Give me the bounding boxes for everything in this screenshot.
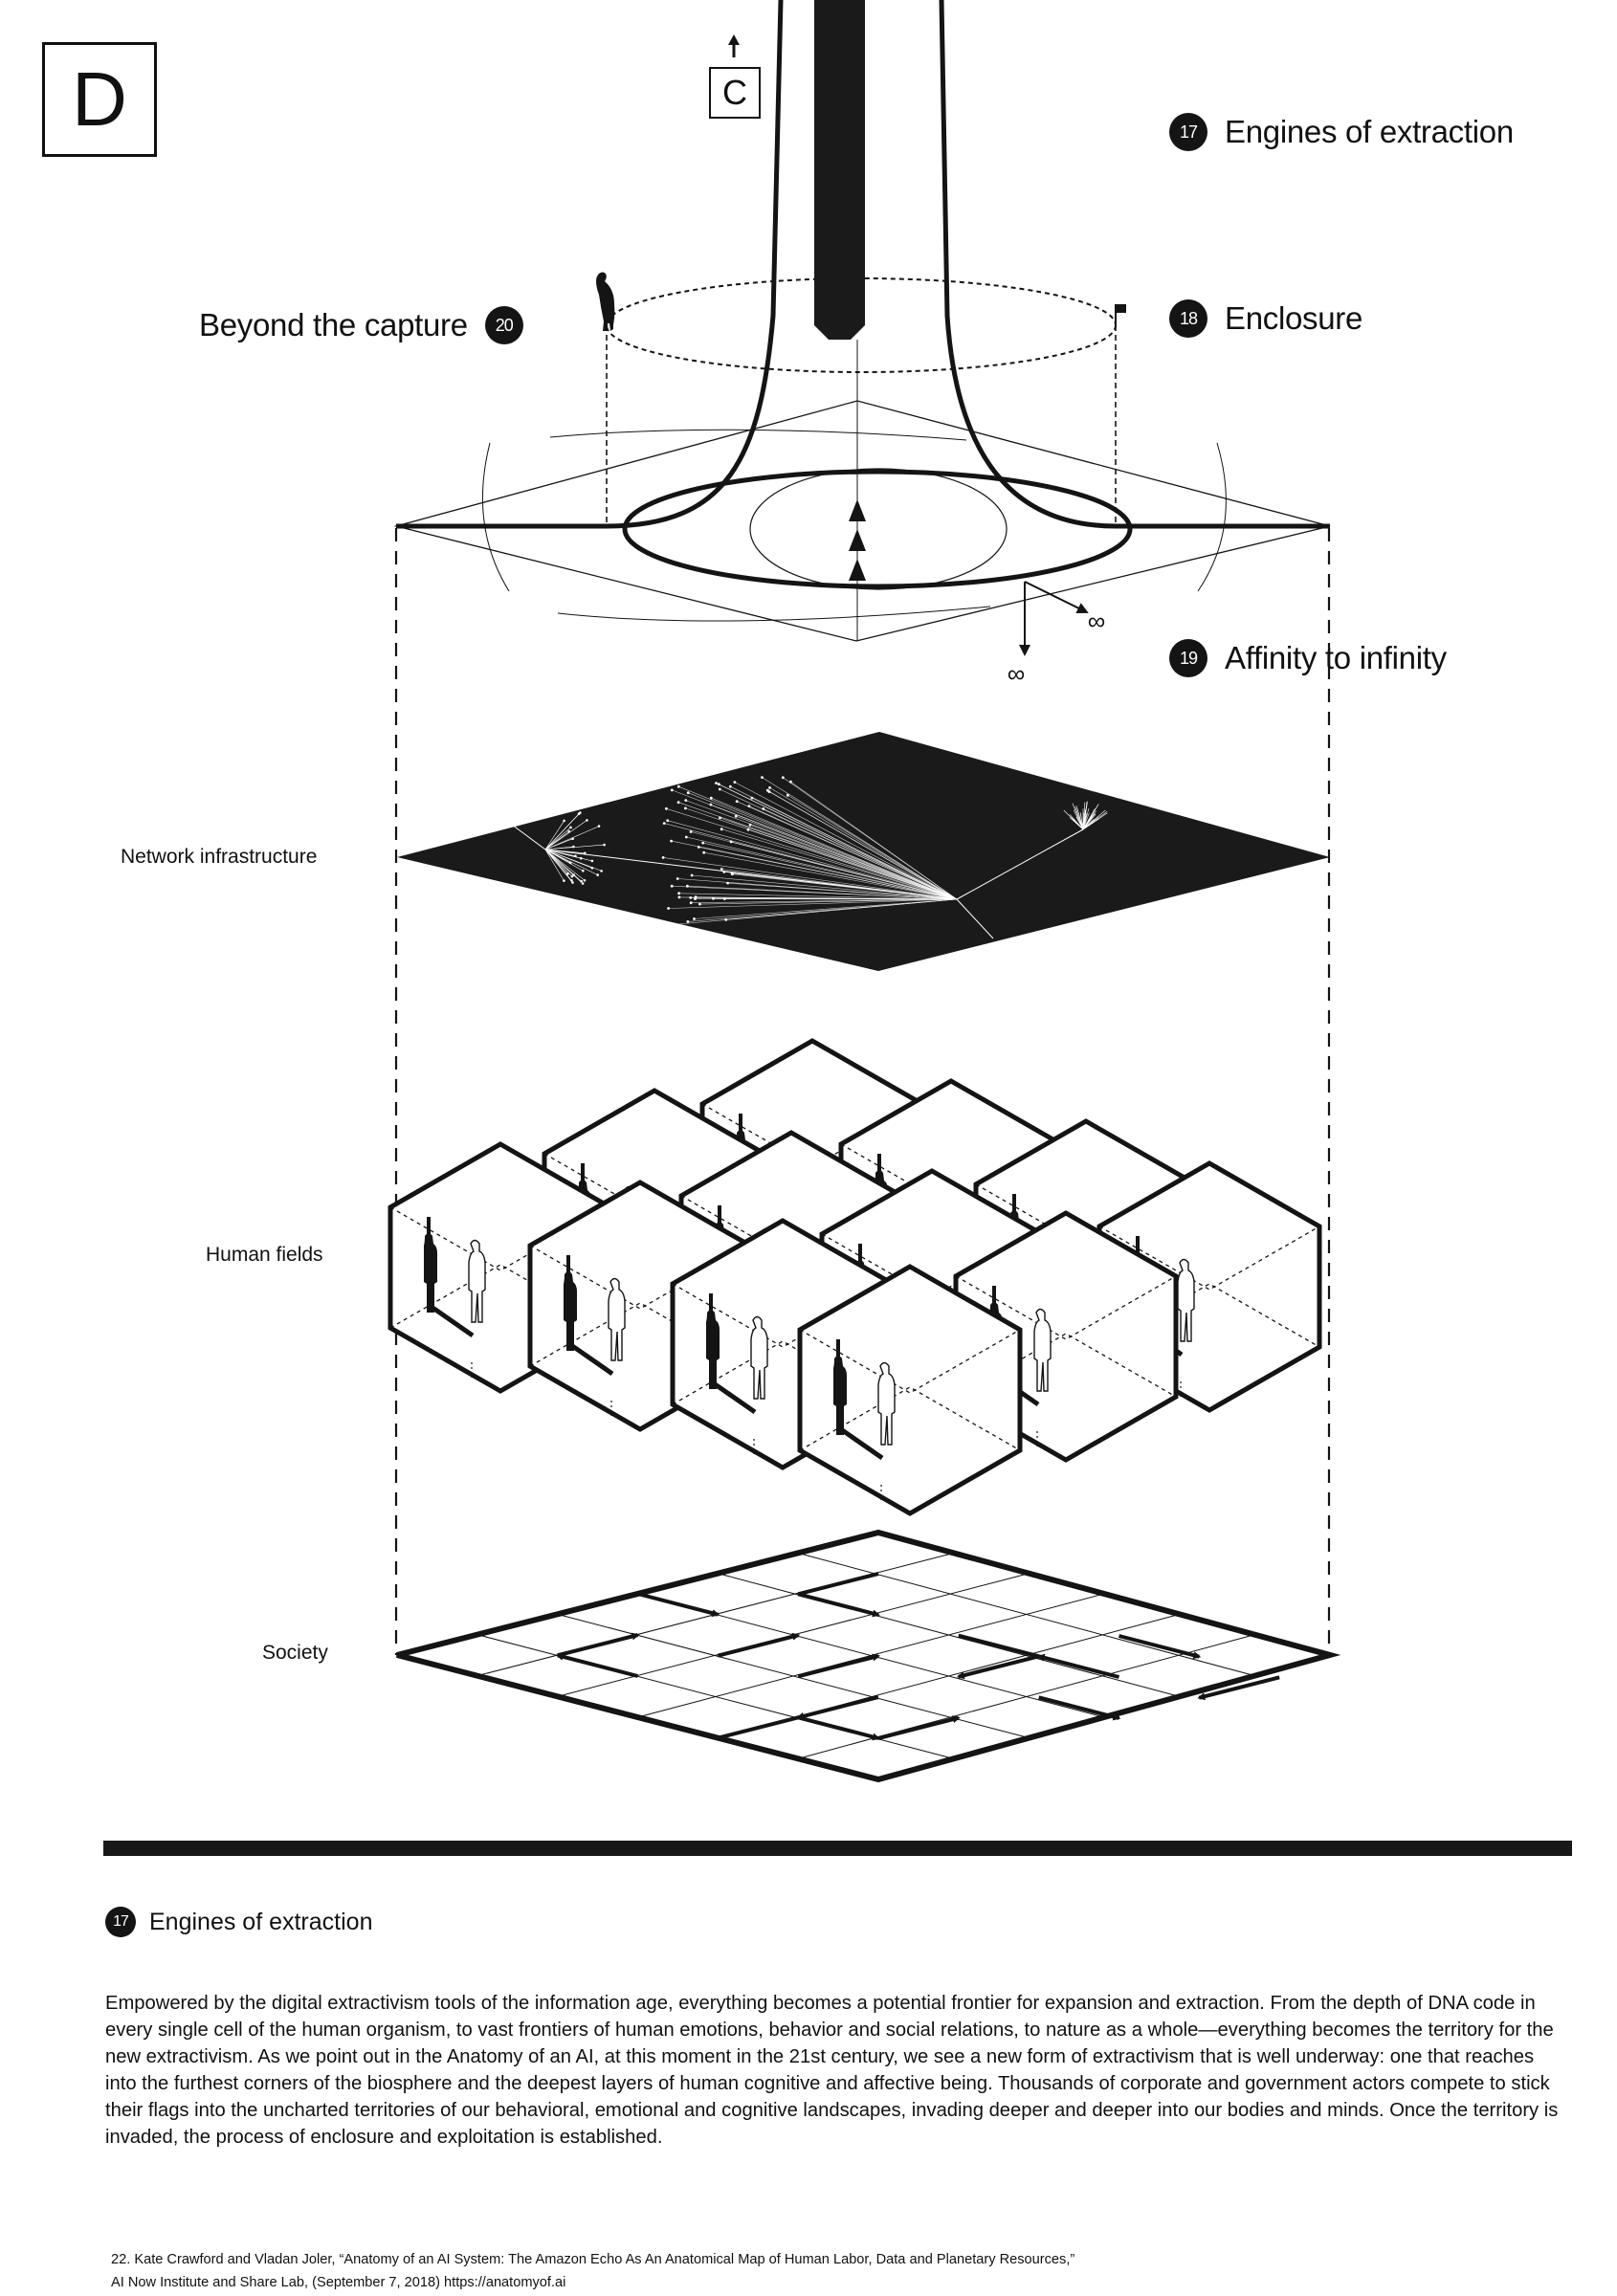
capture-ellipse (622, 469, 1133, 589)
number-badge: 17 (1169, 113, 1207, 151)
network-infrastructure-layer (397, 732, 1330, 971)
society-flow-arrow (555, 1652, 639, 1678)
person-silhouette-icon (564, 1271, 577, 1351)
society-flow-arrow (717, 1632, 801, 1658)
person-outline-icon (1033, 1308, 1052, 1392)
human-field-cube (797, 1264, 1023, 1516)
layer-label-human-fields: Human fields (206, 1244, 323, 1266)
network-diamond (397, 732, 1330, 971)
callout-label: Engines of extraction (1225, 114, 1514, 149)
society-flow-arrow (797, 1653, 880, 1679)
inner-ellipse (749, 468, 1008, 590)
layer-label-society: Society (262, 1642, 328, 1664)
person-silhouette-icon (706, 1310, 720, 1389)
section-letter-box: D (42, 42, 157, 157)
funnel-right-curve (939, 0, 1330, 529)
extraction-diagram: ∞ ∞ (388, 0, 1341, 1783)
society-flow-arrow (1036, 1653, 1120, 1679)
number-badge: 20 (484, 306, 523, 344)
previous-section-link[interactable]: C (709, 67, 761, 119)
number-badge: 17 (105, 1907, 136, 1937)
callout-label: Enclosure (1225, 300, 1363, 336)
callout-label: Beyond the capture (199, 307, 468, 342)
callout-affinity-to-infinity: 19 Affinity to infinity (1169, 639, 1447, 677)
bowing-figure-icon (596, 272, 615, 331)
society-flow-arrow (717, 1715, 880, 1741)
section-divider-bar (103, 1841, 1572, 1856)
human-fields-layer (388, 1038, 1322, 1516)
section-heading-text: Engines of extraction (149, 1908, 373, 1935)
infinity-symbol-1: ∞ (1088, 607, 1106, 635)
upward-arrows-icon (849, 499, 866, 581)
footnote-line-1: 22. Kate Crawford and Vladan Joler, “Ana… (111, 2252, 1075, 2267)
person-silhouette-icon (833, 1356, 847, 1435)
society-flow-arrow (1118, 1634, 1202, 1660)
society-flow-arrow (877, 1715, 961, 1740)
person-outline-icon (750, 1315, 768, 1400)
person-outline-icon (1177, 1258, 1195, 1342)
person-outline-icon (877, 1361, 896, 1446)
society-flow-arrow (796, 1695, 879, 1720)
enclosure-funnel (393, 0, 1331, 656)
number-badge: 18 (1169, 299, 1207, 338)
callout-label: Affinity to infinity (1225, 640, 1447, 675)
funnel-left-curve (396, 0, 784, 529)
society-flow-arrow (636, 1592, 720, 1618)
footnote: 22. Kate Crawford and Vladan Joler, “Ana… (111, 2248, 1074, 2294)
arrow-up-icon (728, 34, 740, 57)
callout-engines-of-extraction: 17 Engines of extraction (1169, 113, 1514, 151)
previous-section-letter: C (722, 73, 747, 112)
footnote-line-2: AI Now Institute and Share Lab, (Septemb… (111, 2275, 566, 2290)
person-silhouette-icon (424, 1233, 437, 1313)
layer-label-network: Network infrastructure (121, 846, 318, 868)
person-outline-icon (608, 1277, 626, 1361)
society-flow-arrow (1038, 1695, 1121, 1721)
flag-icon (1115, 304, 1126, 327)
infinity-symbol-2: ∞ (1008, 659, 1026, 688)
society-flow-arrow (797, 1572, 880, 1618)
section-letter: D (72, 56, 127, 142)
society-flow-arrow (1197, 1675, 1280, 1701)
callout-beyond-the-capture: Beyond the capture 20 (199, 306, 523, 344)
callout-enclosure: 18 Enclosure (1169, 299, 1362, 338)
number-badge: 19 (1169, 639, 1207, 677)
society-layer (396, 1529, 1341, 1783)
network-graph (511, 776, 1108, 939)
extraction-engine-tower (814, 0, 865, 340)
person-outline-icon (468, 1239, 486, 1323)
society-flow-arrow (557, 1632, 640, 1658)
section-heading: 17 Engines of extraction (105, 1907, 372, 1937)
section-body-text: Empowered by the digital extractivism to… (105, 1993, 1559, 2148)
